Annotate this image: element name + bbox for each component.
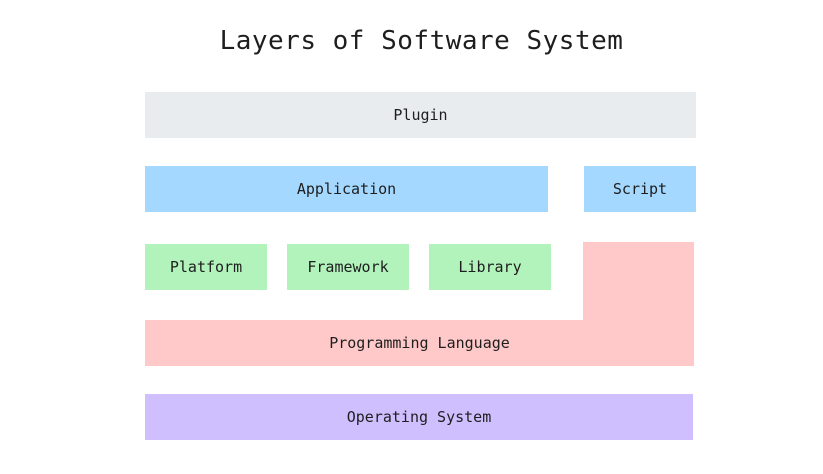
operating-system-label: Operating System (346, 408, 492, 426)
plugin-layer: Plugin (145, 92, 696, 138)
script-label: Script (612, 180, 668, 198)
programming-language-label: Programming Language (329, 334, 510, 352)
library-label: Library (458, 258, 522, 276)
operating-system-layer: Operating System (145, 394, 693, 440)
plugin-label: Plugin (393, 106, 448, 124)
programming-language-layer-shape (145, 242, 694, 366)
diagram-title: Layers of Software System (219, 26, 624, 56)
framework-label: Framework (307, 258, 389, 276)
application-label: Application (296, 180, 397, 198)
programming-language-layer-fill (145, 242, 694, 366)
script-layer: Script (584, 166, 696, 212)
framework-layer: Framework (287, 244, 409, 290)
library-layer: Library (429, 244, 551, 290)
programming-language-layer: Programming Language (145, 320, 694, 366)
platform-label: Platform (169, 258, 243, 276)
application-layer: Application (145, 166, 548, 212)
platform-layer: Platform (145, 244, 267, 290)
